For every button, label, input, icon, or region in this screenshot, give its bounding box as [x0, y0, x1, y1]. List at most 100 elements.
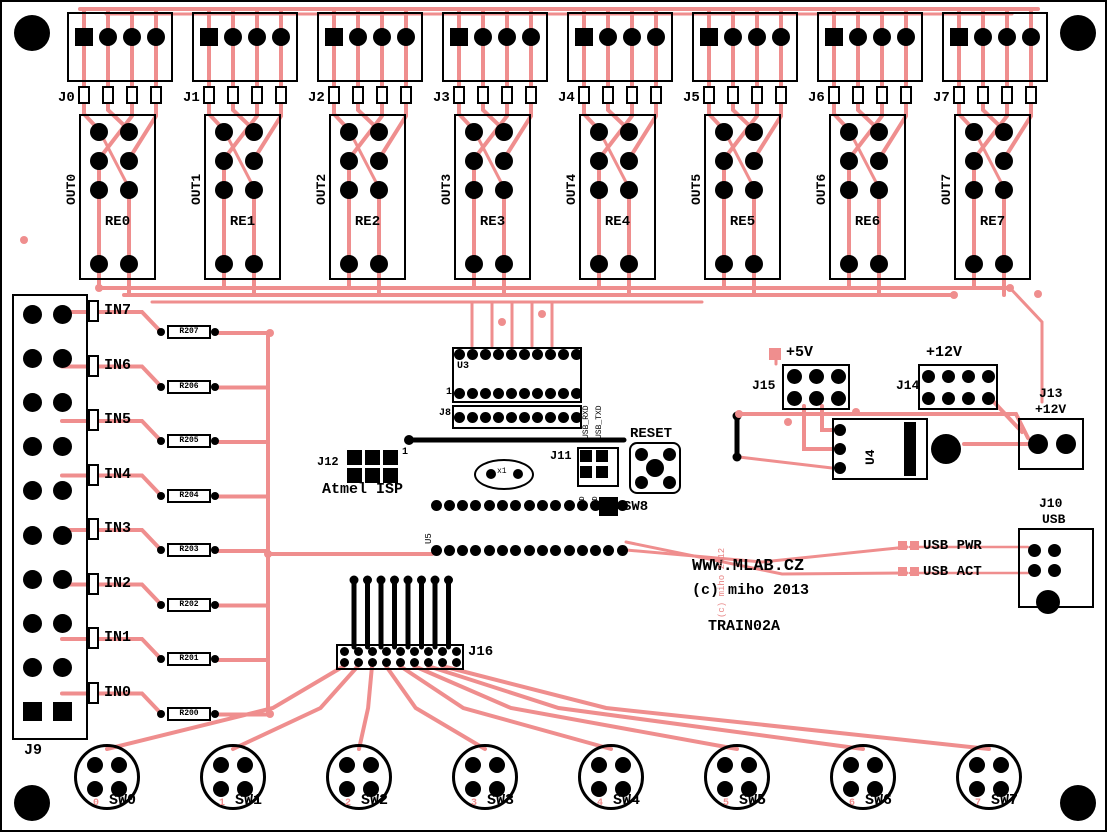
- ic-pad: [457, 499, 469, 511]
- silk-dot: [732, 452, 742, 462]
- connector-pad: [272, 28, 290, 46]
- switch-outline: [74, 744, 140, 810]
- relay-pad: [340, 181, 358, 199]
- power-pad: [786, 368, 802, 384]
- relay-pad: [90, 123, 108, 141]
- header-pad: [395, 646, 405, 656]
- isp-pad: [365, 468, 380, 483]
- ic-pad: [531, 348, 543, 360]
- resistor-label: R207: [179, 327, 199, 336]
- relay-pad: [965, 123, 983, 141]
- ic-pad: [518, 387, 530, 399]
- connector-pad: [772, 28, 790, 46]
- ic-pad: [443, 544, 455, 556]
- input-label: IN0: [104, 683, 132, 701]
- copper-trace: [1008, 286, 1044, 404]
- connector-outline: [442, 12, 548, 82]
- relay-pad: [370, 255, 388, 273]
- copper-trace: [722, 102, 759, 161]
- power-pad: [830, 390, 846, 406]
- jumper-pad: [88, 463, 99, 486]
- switch-outline: [200, 744, 266, 810]
- copper-trace: [222, 128, 256, 190]
- ic-pad: [590, 544, 602, 556]
- power-pad: [808, 390, 824, 406]
- sw8-label: SW8: [623, 499, 649, 515]
- connector-pad: [397, 28, 415, 46]
- j14-label: J14: [896, 378, 920, 393]
- power-pad: [830, 368, 846, 384]
- out-label: OUT6: [814, 173, 829, 205]
- header-pad: [492, 411, 504, 423]
- connector-pad: [224, 28, 242, 46]
- j12-pin1-label: 1: [402, 447, 409, 458]
- copper-trace: [357, 664, 374, 751]
- txd-label: TXD: [579, 496, 587, 509]
- header-pad: [580, 466, 592, 478]
- resistor-pad: [211, 546, 219, 554]
- header-pad: [353, 646, 363, 656]
- header-pad: [437, 657, 447, 667]
- ic-pad: [492, 387, 504, 399]
- copper-trace: [440, 664, 991, 751]
- connector-pad: [575, 28, 593, 46]
- resistor-pad: [211, 491, 219, 500]
- switch-pad: [339, 757, 355, 773]
- switch-pad: [717, 781, 733, 797]
- resistor-label: R206: [179, 381, 199, 391]
- relay-pad: [245, 123, 263, 141]
- u5-label: U5: [424, 533, 434, 544]
- connector-pad: [325, 28, 343, 46]
- connector-label: J5: [683, 90, 700, 106]
- copper-trace: [347, 102, 384, 161]
- pin-pad: [852, 86, 864, 104]
- j9-pad: [22, 437, 42, 457]
- j9-pad: [22, 525, 42, 545]
- relay-pad: [590, 152, 608, 170]
- ic-pad: [544, 387, 556, 399]
- power-pad: [961, 391, 975, 405]
- relay-pad: [840, 255, 858, 273]
- ic-pad: [483, 499, 495, 511]
- j9-pad: [52, 658, 72, 678]
- j12-label: J12: [317, 455, 339, 469]
- ic-pad: [430, 544, 442, 556]
- relay-pad: [590, 255, 608, 273]
- j9-pad: [52, 481, 72, 501]
- connector-label: J6: [808, 90, 825, 106]
- mounting-hole: [1060, 785, 1096, 821]
- pin-pad: [703, 86, 715, 104]
- out-label: OUT7: [939, 173, 954, 205]
- reset-pin-pad: [662, 475, 676, 489]
- copper-trace: [356, 102, 381, 132]
- copper-trace: [97, 419, 164, 444]
- relay-pad: [245, 255, 263, 273]
- pin-pad: [602, 86, 614, 104]
- switch-number: 1: [219, 798, 226, 809]
- ic-pad: [518, 348, 530, 360]
- copper-trace: [252, 102, 283, 161]
- pin-pad: [78, 86, 90, 104]
- pin-pad: [251, 86, 263, 104]
- relay-pad: [465, 255, 483, 273]
- switch-outline: [704, 744, 770, 810]
- resistor-label: R200: [179, 708, 199, 718]
- switch-number: 3: [471, 798, 478, 809]
- switch-label: SW6: [865, 792, 893, 809]
- j8-label: J8: [439, 408, 452, 419]
- relay-pad: [465, 123, 483, 141]
- silk-dot: [430, 575, 440, 585]
- power-pad: [921, 391, 935, 405]
- via: [950, 291, 958, 299]
- resistor-pad: [157, 328, 165, 336]
- power-pad: [941, 391, 955, 405]
- via: [266, 329, 274, 337]
- switch-pad: [489, 781, 505, 797]
- connector-label: J1: [183, 90, 200, 106]
- switch-pad: [615, 757, 631, 773]
- jumper-pad: [88, 409, 99, 431]
- switch-pad: [363, 757, 379, 773]
- connector-label: J4: [558, 90, 575, 106]
